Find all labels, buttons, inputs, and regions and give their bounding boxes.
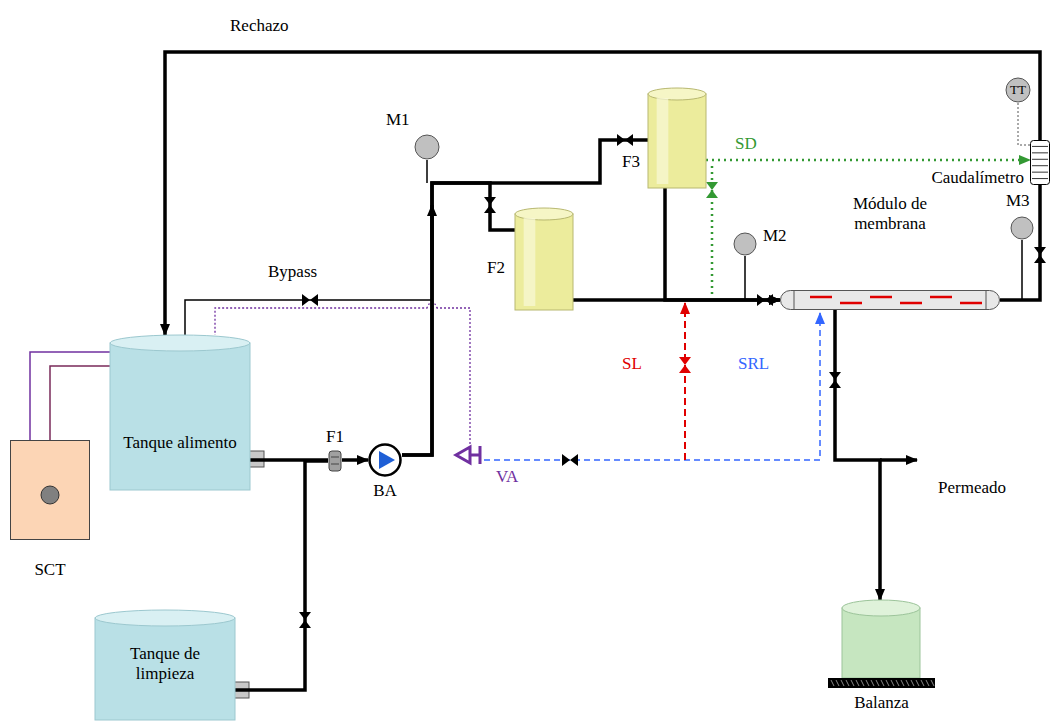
cleaning-tank: Tanque de limpieza	[95, 610, 235, 720]
line-label: SRL	[736, 354, 771, 374]
node-label: Caudalímetro	[912, 168, 1024, 188]
edge-label: SD	[733, 134, 759, 154]
filter-cartridge: F2	[515, 208, 573, 310]
node-label: Módulo de membrana	[825, 194, 955, 233]
valve	[679, 357, 691, 373]
pipe-connector	[235, 461, 328, 690]
pipe-connector	[1018, 103, 1030, 145]
pipe-connector	[30, 352, 110, 440]
node-label: SCT	[10, 560, 90, 580]
pipe-connector	[342, 458, 368, 462]
pressure-gauge: M2	[733, 232, 757, 256]
filter-cartridge: F3	[648, 88, 706, 188]
filter-cartridge-shape	[648, 88, 706, 188]
pipe-connector	[402, 183, 515, 455]
edge-label: Permeado	[936, 478, 1008, 498]
membrane-module-shape	[780, 290, 1000, 310]
edge-label: Bypass	[266, 262, 319, 282]
node-label: BA	[358, 481, 412, 501]
node-label: M2	[763, 226, 787, 246]
pipe-connector	[1000, 185, 1040, 300]
membrane-module: Módulo de membrana	[780, 290, 1000, 310]
node-label: F2	[487, 258, 505, 278]
node-label: F1	[326, 427, 344, 447]
transmitter-circle: TT	[1005, 77, 1031, 103]
valve	[299, 134, 1046, 628]
inline-filter-shape	[328, 450, 342, 472]
edge-label: Rechazo	[228, 16, 291, 36]
pressure-gauge-shape	[414, 134, 440, 160]
sample-line	[684, 303, 686, 460]
flow-meter-shape	[1030, 140, 1050, 185]
air-valve-symbol	[456, 446, 480, 464]
backflush-line	[484, 313, 820, 460]
node-label: Balanza	[828, 693, 935, 713]
pressure-gauge: M3	[1010, 216, 1034, 240]
node-label: M3	[1006, 191, 1030, 211]
filter-cartridge-shape	[515, 208, 573, 310]
feed-pump-shape	[368, 443, 402, 477]
valve	[706, 182, 718, 198]
flow-meter: Caudalímetro	[1030, 140, 1050, 185]
temperature-controller-shape	[10, 440, 90, 540]
node-label: Tanque alimento	[120, 433, 240, 453]
pipe-connector	[402, 140, 648, 455]
node-label: F3	[622, 152, 640, 172]
pipe-connector	[706, 159, 1030, 162]
pipe-connector	[665, 188, 780, 300]
temperature-controller: SCT	[10, 440, 90, 540]
pipe-connector	[835, 310, 880, 600]
node-label: TT	[1005, 77, 1031, 103]
permeate-arrow	[880, 458, 917, 462]
pipe-connector	[165, 52, 1040, 335]
pressure-gauge-shape	[733, 232, 757, 256]
pressure-gauge-shape	[1010, 216, 1034, 240]
valve-label: VA	[494, 467, 520, 487]
line-label: SL	[620, 354, 644, 374]
scale-shape	[828, 600, 935, 690]
feed-tank: Tanque alimento	[110, 335, 250, 490]
inline-filter: F1	[328, 450, 342, 472]
node-label: M1	[386, 110, 410, 130]
scale: Balanza	[828, 600, 935, 690]
node-label: Tanque de limpieza	[105, 644, 225, 683]
pressure-gauge: M1	[414, 134, 440, 160]
feed-pump: BA	[368, 443, 402, 477]
feed-tank-shape	[110, 335, 250, 490]
